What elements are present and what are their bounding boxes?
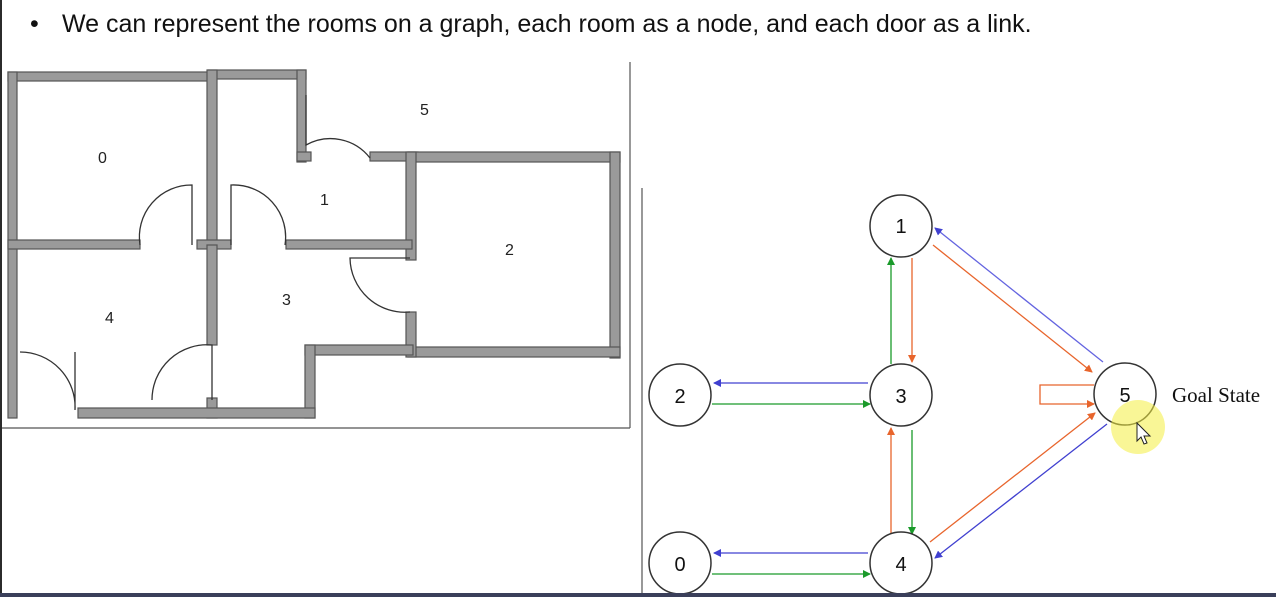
bullet-dot: • bbox=[30, 10, 39, 38]
node-label-1: 1 bbox=[895, 216, 906, 238]
node-label-3: 3 bbox=[895, 386, 906, 408]
room-label-5: 5 bbox=[420, 102, 429, 119]
slide-bullet-text: • We can represent the rooms on a graph, … bbox=[30, 10, 1032, 39]
goal-state-label: Goal State bbox=[1172, 383, 1260, 407]
room-label-0: 0 bbox=[98, 150, 107, 167]
node-1: 1 bbox=[869, 194, 933, 258]
floor-plan: 0 1 2 3 4 5 bbox=[2, 62, 631, 429]
mouse-pointer-icon bbox=[1136, 421, 1152, 445]
edge-4-to-5 bbox=[929, 412, 1096, 543]
node-2: 2 bbox=[648, 363, 712, 427]
bullet-text: We can represent the rooms on a graph, e… bbox=[62, 10, 1032, 38]
node-4: 4 bbox=[869, 531, 933, 595]
room-label-2: 2 bbox=[505, 242, 514, 259]
room-label-3: 3 bbox=[282, 292, 291, 309]
node-3: 3 bbox=[869, 363, 933, 427]
node-label-5: 5 bbox=[1119, 385, 1130, 407]
node-0: 0 bbox=[648, 531, 712, 595]
room-label-4: 4 bbox=[105, 310, 114, 327]
edge-1-to-5 bbox=[932, 244, 1093, 373]
edge-5-to-5 bbox=[1039, 384, 1095, 408]
node-label-2: 2 bbox=[674, 386, 685, 408]
node-label-4: 4 bbox=[895, 554, 906, 576]
edge-5-to-1 bbox=[934, 227, 1104, 363]
slide-left-border bbox=[0, 0, 2, 597]
node-label-0: 0 bbox=[674, 554, 685, 576]
edge-5-to-4 bbox=[934, 423, 1108, 559]
room-label-1: 1 bbox=[320, 192, 329, 209]
bottom-bar bbox=[0, 593, 1276, 597]
